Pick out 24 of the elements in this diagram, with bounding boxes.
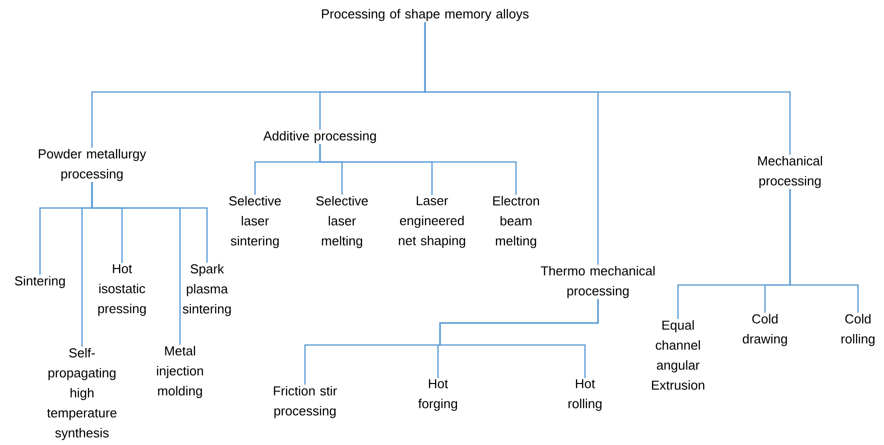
root-label: Processing of shape memory alloys (322, 8, 529, 22)
method-label: Selective laser melting (316, 196, 368, 248)
method-label: Sintering (14, 276, 65, 288)
connector-line (319, 144, 517, 195)
method-label: Self-propagating high temperature synthesis (47, 348, 116, 440)
method-label: Equal channel angular Extrusion (652, 320, 704, 390)
method-label: Hot forging (418, 379, 458, 411)
method-label: Cold rolling (842, 314, 874, 346)
category-label: Additive processing (263, 130, 376, 144)
method-label: Spark plasma sintering (182, 264, 231, 316)
method-label: Cold drawing (742, 314, 787, 346)
method-label: Hot rolling (568, 379, 602, 411)
connector-line (91, 182, 208, 263)
connector-line (789, 189, 859, 313)
method-label: Electron beam melting (493, 196, 539, 248)
method-label: Friction stir processing (274, 386, 337, 418)
method-label: Hot isostatic pressing (98, 264, 146, 316)
method-label: Metal injection molding (157, 346, 203, 398)
category-label: Thermo mechanical processing (540, 266, 655, 298)
category-label: Mechanical processing (758, 156, 822, 188)
connector-line (424, 22, 791, 155)
method-label: Laser engineered net shaping (398, 196, 466, 248)
category-label: Powder metallurgy processing (38, 148, 146, 182)
method-label: Selective laser sintering (229, 196, 281, 248)
